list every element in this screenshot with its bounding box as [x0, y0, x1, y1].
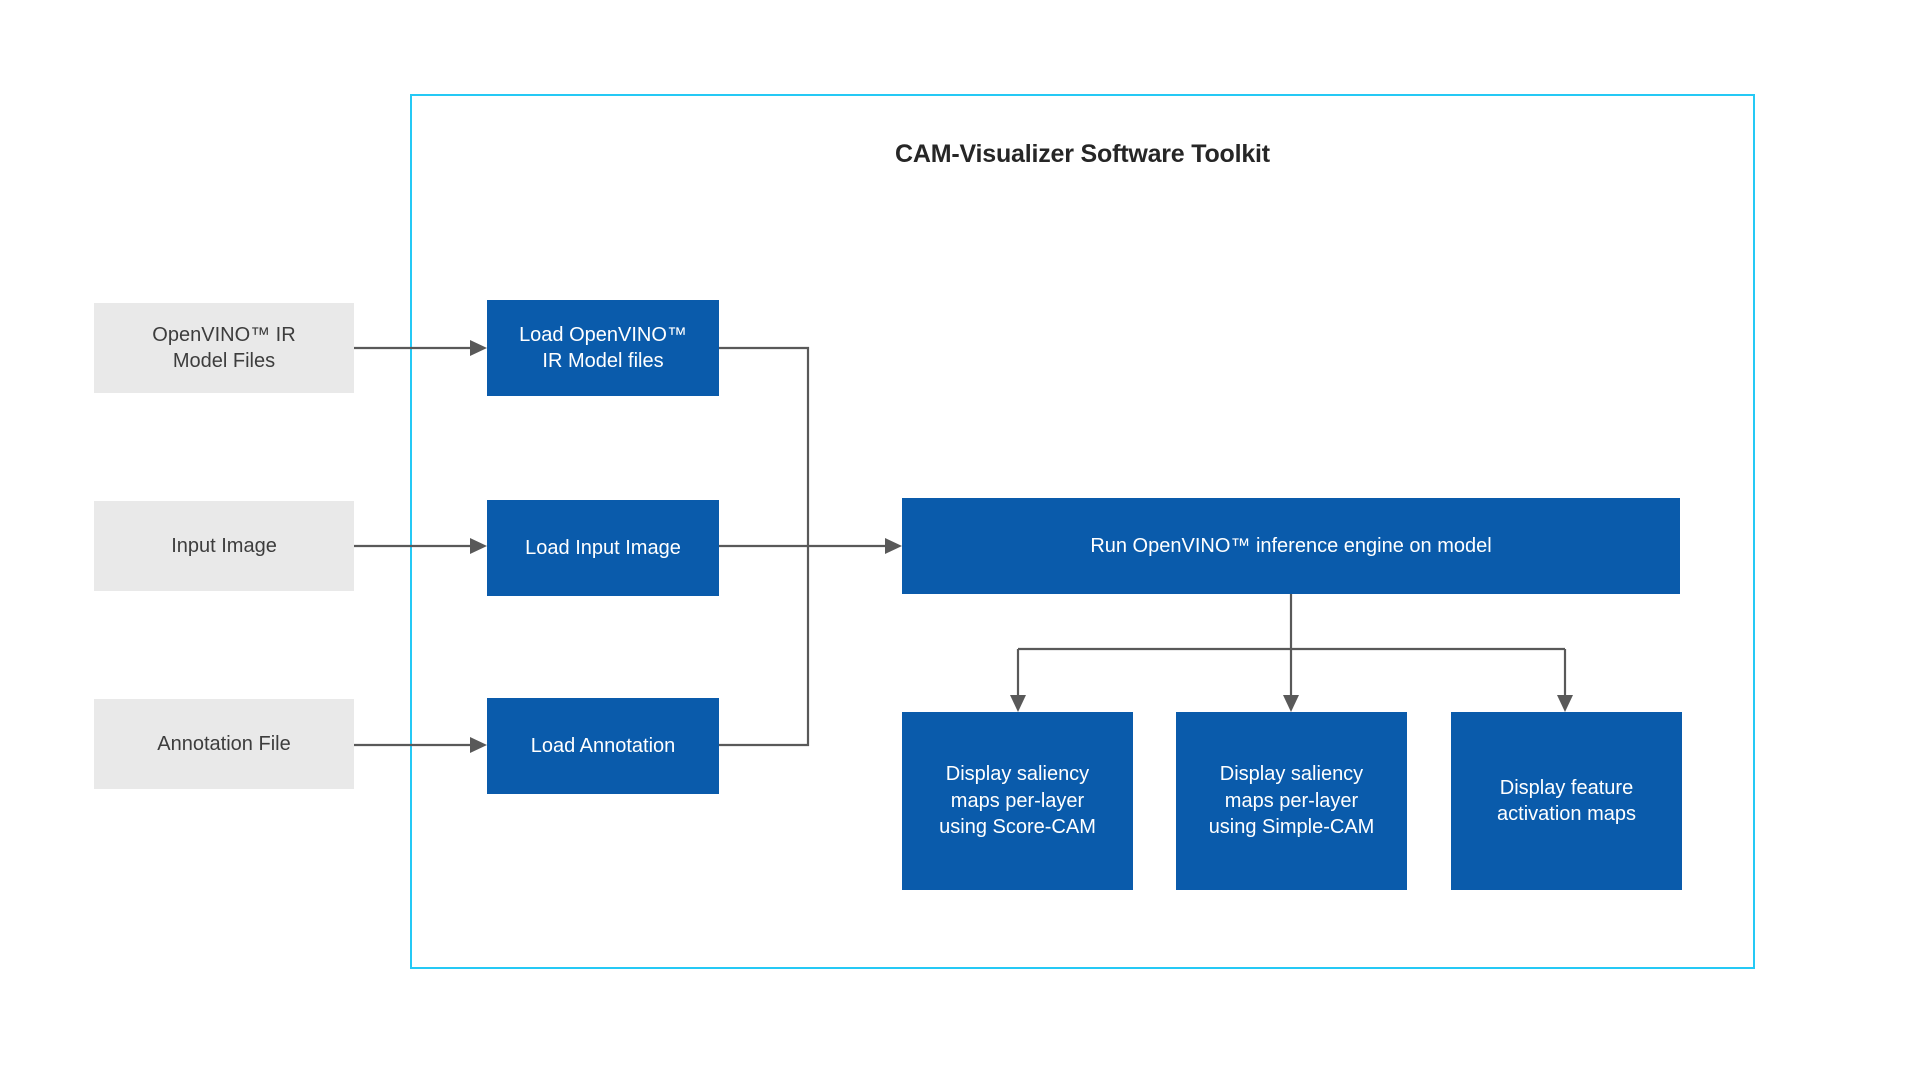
output-node-label: Display saliency maps per-layer using Si… — [1208, 763, 1375, 839]
diagram-title: CAM-Visualizer Software Toolkit — [895, 140, 1270, 168]
process-node-load-annotation: Load Annotation — [487, 698, 719, 794]
input-node-label: OpenVINO™ IR Model Files — [152, 323, 296, 372]
process-node-label: Load OpenVINO™ IR Model files — [519, 323, 687, 372]
output-node-label: Display feature activation maps — [1497, 776, 1636, 825]
output-node-label: Display saliency maps per-layer using Sc… — [939, 763, 1096, 839]
input-node-label: Annotation File — [157, 732, 291, 755]
output-node-display-simple-cam: Display saliency maps per-layer using Si… — [1176, 712, 1407, 890]
process-node-run-openvino-inference-engine: Run OpenVINO™ inference engine on model — [902, 498, 1680, 594]
process-node-label: Load Input Image — [525, 536, 681, 559]
input-node-label: Input Image — [171, 534, 277, 557]
output-node-display-score-cam: Display saliency maps per-layer using Sc… — [902, 712, 1133, 890]
process-node-load-input-image: Load Input Image — [487, 500, 719, 596]
input-node-openvino-ir-model-files: OpenVINO™ IR Model Files — [94, 303, 354, 393]
process-node-label: Run OpenVINO™ inference engine on model — [1090, 534, 1492, 557]
input-node-input-image: Input Image — [94, 501, 354, 591]
input-node-annotation-file: Annotation File — [94, 699, 354, 789]
process-node-load-openvino-ir-model-files: Load OpenVINO™ IR Model files — [487, 300, 719, 396]
process-node-label: Load Annotation — [530, 734, 676, 757]
toolkit-boundary — [410, 94, 1755, 969]
output-node-display-feature-activation: Display feature activation maps — [1451, 712, 1682, 890]
